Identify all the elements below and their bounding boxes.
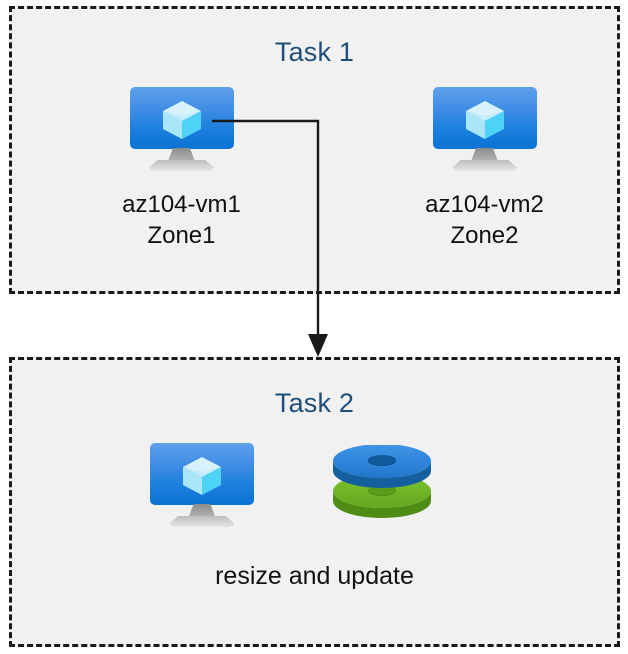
- task-1-container: Task 1 az104-vm1 Zone1: [9, 6, 620, 294]
- node-managed-disks[interactable]: [287, 444, 477, 529]
- node-az104-vm1[interactable]: az104-vm1 Zone1: [69, 87, 294, 251]
- azure-virtual-machine-icon: [150, 443, 254, 527]
- vm-cube-glyph: [465, 101, 504, 139]
- node-label-az104-vm1: az104-vm1 Zone1: [122, 191, 241, 249]
- connector-arrowhead: [308, 334, 328, 357]
- task-1-title: Task 1: [274, 37, 355, 67]
- task-2-caption: resize and update: [215, 562, 414, 590]
- vm-cube-glyph: [162, 101, 201, 139]
- azure-managed-disks-icon: [330, 444, 434, 529]
- task-2-title: Task 2: [274, 388, 355, 418]
- node-az104-vm2[interactable]: az104-vm2 Zone2: [372, 87, 597, 251]
- vm-stand-base: [148, 160, 215, 171]
- node-virtual-machine-task2[interactable]: [107, 443, 297, 527]
- vm-cube-glyph: [183, 457, 221, 495]
- task-2-container: Task 2: [9, 357, 620, 647]
- disks-glyph: [333, 444, 431, 518]
- vm-stand-base: [451, 160, 518, 171]
- azure-virtual-machine-icon: [129, 87, 234, 171]
- azure-virtual-machine-icon: [432, 87, 537, 171]
- node-label-az104-vm2: az104-vm2 Zone2: [425, 191, 544, 249]
- vm-stand-base: [169, 516, 235, 527]
